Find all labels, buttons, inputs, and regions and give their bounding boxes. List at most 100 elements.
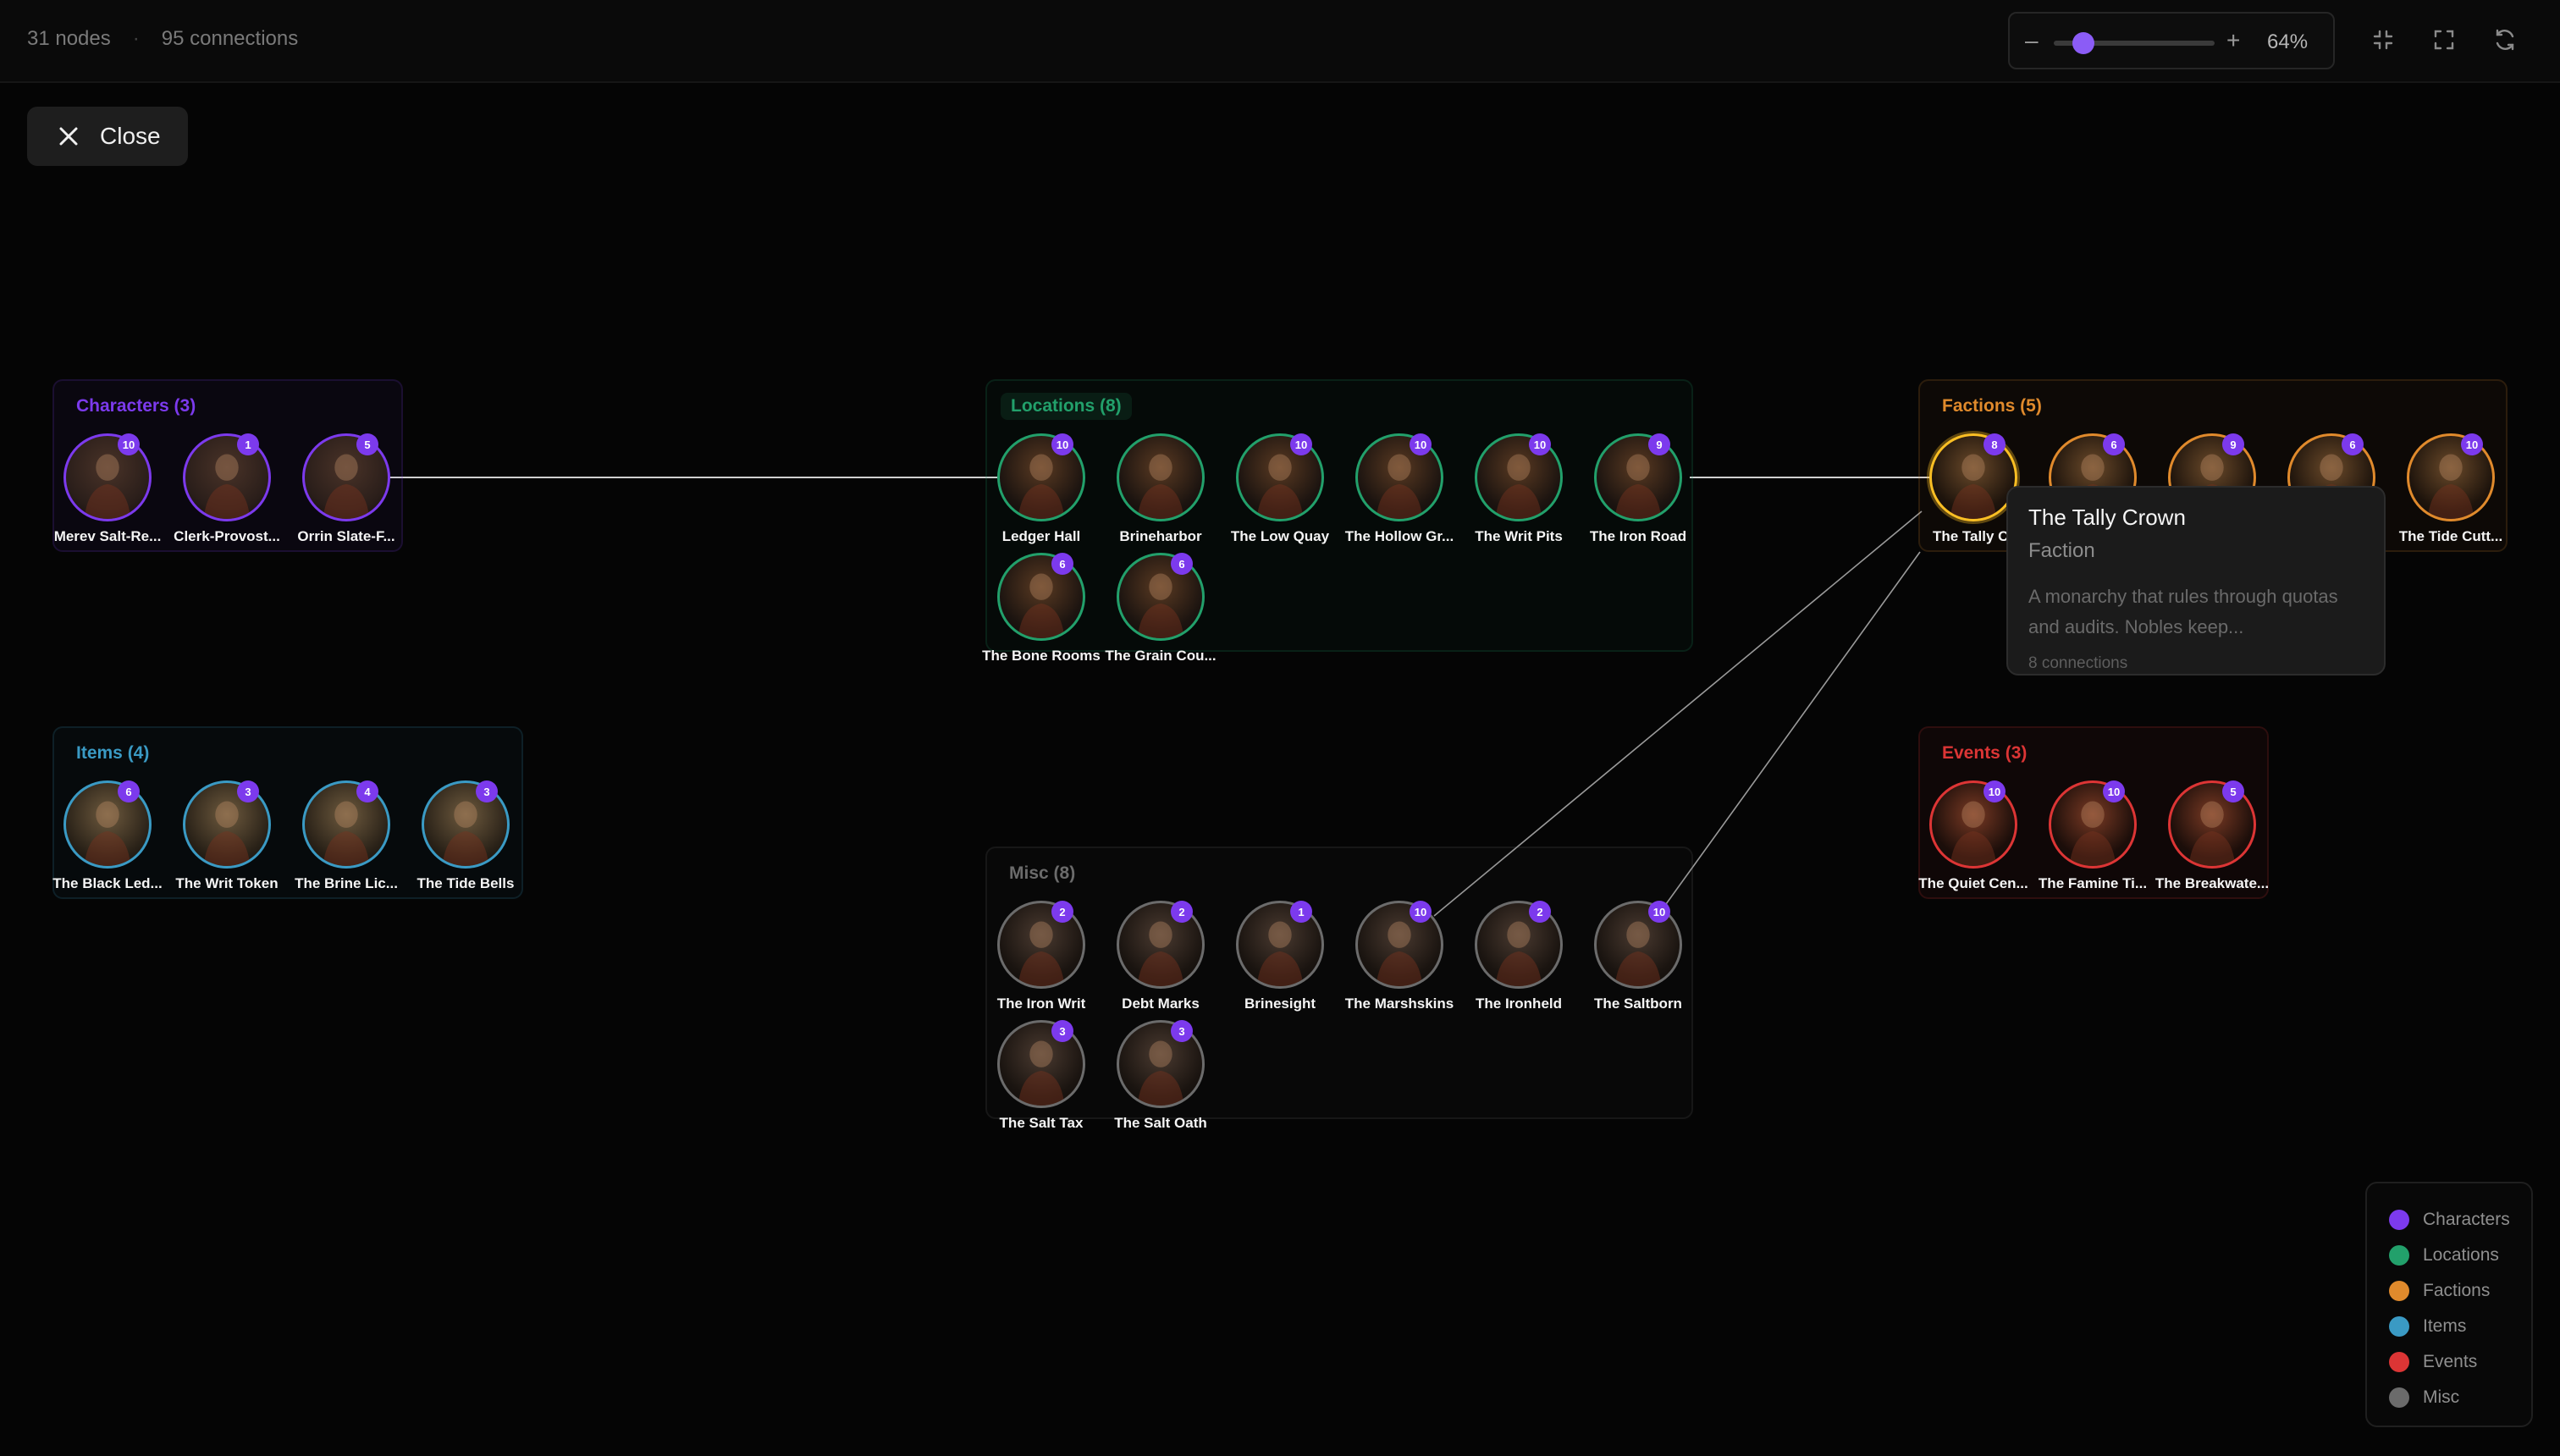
close-label: Close bbox=[100, 123, 161, 149]
node-label: The Famine Ti... bbox=[2038, 875, 2148, 891]
legend-item: Items bbox=[2389, 1309, 2531, 1344]
connection-count-badge: 3 bbox=[1051, 1020, 1073, 1042]
legend-dot bbox=[2389, 1245, 2409, 1266]
node-portrait bbox=[302, 780, 390, 869]
edge bbox=[1665, 551, 1921, 905]
connection-count-badge: 10 bbox=[1051, 433, 1073, 455]
node-label: The Quiet Cen... bbox=[1918, 875, 2028, 891]
legend-item: Locations bbox=[2389, 1238, 2531, 1273]
node-portrait bbox=[1117, 433, 1205, 521]
zoom-in-button[interactable]: + bbox=[2226, 27, 2241, 53]
connection-count-badge: 3 bbox=[476, 780, 498, 802]
node-label: The Tide Cutt... bbox=[2398, 528, 2503, 544]
legend-dot bbox=[2389, 1281, 2409, 1301]
node-label: Orrin Slate-F... bbox=[297, 528, 395, 544]
group-title: Misc (8) bbox=[1009, 863, 1076, 883]
node-label: The Salt Oath bbox=[1114, 1115, 1207, 1131]
node-label: Clerk-Provost... bbox=[174, 528, 280, 544]
node-portrait bbox=[1355, 901, 1443, 989]
connection-count-badge: 6 bbox=[118, 780, 140, 802]
tooltip-connections: 8 connections bbox=[2028, 654, 2128, 672]
node-label: Debt Marks bbox=[1122, 995, 1200, 1012]
connection-count-badge: 6 bbox=[1171, 553, 1193, 575]
node-label: The Salt Tax bbox=[999, 1115, 1084, 1131]
legend-label: Locations bbox=[2423, 1245, 2499, 1265]
connection-count-badge: 10 bbox=[118, 433, 140, 455]
legend-label: Items bbox=[2423, 1316, 2467, 1336]
node-portrait bbox=[1929, 780, 2017, 869]
fullscreen-icon[interactable] bbox=[2430, 25, 2458, 54]
close-icon bbox=[59, 127, 78, 146]
node-label: The Grain Cou... bbox=[1105, 648, 1217, 664]
node-label: The Writ Token bbox=[175, 875, 279, 891]
node-label: The Saltborn bbox=[1594, 995, 1682, 1012]
connection-count-badge: 10 bbox=[1410, 901, 1432, 923]
connection-count-badge: 10 bbox=[2103, 780, 2125, 802]
connection-count-badge: 8 bbox=[1983, 433, 2006, 455]
node-portrait bbox=[1594, 901, 1682, 989]
node-label: The Hollow Gr... bbox=[1344, 528, 1454, 544]
node-portrait bbox=[1117, 1020, 1205, 1108]
group-title: Events (3) bbox=[1942, 743, 2028, 763]
connection-count-badge: 9 bbox=[1648, 433, 1670, 455]
zoom-slider-track[interactable] bbox=[2054, 41, 2215, 46]
connection-count-badge: 5 bbox=[2222, 780, 2244, 802]
connection-count-badge: 2 bbox=[1051, 901, 1073, 923]
connection-count-badge: 4 bbox=[356, 780, 378, 802]
legend-dot bbox=[2389, 1316, 2409, 1337]
node-label: Ledger Hall bbox=[1001, 528, 1081, 544]
connection-count-badge: 10 bbox=[1410, 433, 1432, 455]
close-button[interactable]: Close bbox=[27, 107, 188, 166]
connection-count-badge: 10 bbox=[1648, 901, 1670, 923]
legend-label: Misc bbox=[2423, 1387, 2460, 1407]
graph-stats: 31 nodes · 95 connections bbox=[27, 27, 298, 51]
node-label: Merev Salt-Re... bbox=[53, 528, 162, 544]
toolbar: 31 nodes · 95 connections – + 64% bbox=[0, 0, 2560, 83]
tooltip-title: The Tally Crown bbox=[2028, 505, 2186, 530]
tooltip-type: Faction bbox=[2028, 539, 2095, 562]
legend-label: Factions bbox=[2423, 1281, 2491, 1300]
connection-count: 95 connections bbox=[161, 27, 299, 50]
stats-separator: · bbox=[132, 27, 140, 50]
node-label: Brineharbor bbox=[1119, 528, 1202, 544]
group-misc: Misc (8) bbox=[985, 847, 1693, 1119]
connection-count-badge: 2 bbox=[1529, 901, 1551, 923]
legend: Characters Locations Factions Items Even… bbox=[2365, 1182, 2533, 1427]
legend-item: Factions bbox=[2389, 1273, 2531, 1309]
node-tooltip: The Tally Crown Faction A monarchy that … bbox=[2006, 486, 2386, 676]
legend-item: Characters bbox=[2389, 1202, 2531, 1238]
group-title: Items (4) bbox=[76, 743, 150, 763]
group-locations: Locations (8) bbox=[985, 379, 1693, 652]
zoom-out-button[interactable]: – bbox=[2025, 27, 2039, 53]
connection-count-badge: 3 bbox=[1171, 1020, 1193, 1042]
legend-item: Events bbox=[2389, 1344, 2531, 1380]
connection-count-badge: 6 bbox=[2103, 433, 2125, 455]
node-portrait bbox=[1594, 433, 1682, 521]
legend-item: Misc bbox=[2389, 1380, 2531, 1415]
node-count: 31 nodes bbox=[27, 27, 111, 50]
node-label: Brinesight bbox=[1244, 995, 1316, 1012]
connection-count-badge: 10 bbox=[2461, 433, 2483, 455]
connection-count-badge: 9 bbox=[2222, 433, 2244, 455]
zoom-slider-thumb[interactable] bbox=[2072, 32, 2094, 54]
node-label: The Black Led... bbox=[52, 875, 163, 891]
node-label: The Ironheld bbox=[1476, 995, 1562, 1012]
zoom-percent: 64% bbox=[2267, 30, 2309, 53]
connection-count-badge: 10 bbox=[1290, 433, 1312, 455]
node-label: The Writ Pits bbox=[1475, 528, 1563, 544]
node-portrait bbox=[1355, 433, 1443, 521]
node-label: The Brine Lic... bbox=[295, 875, 398, 891]
connection-count-badge: 6 bbox=[2342, 433, 2364, 455]
connection-count-badge: 2 bbox=[1171, 901, 1193, 923]
connection-count-badge: 1 bbox=[1290, 901, 1312, 923]
node-portrait bbox=[1929, 433, 2017, 521]
collapse-icon[interactable] bbox=[2369, 25, 2397, 54]
node-label: The Bone Rooms bbox=[982, 648, 1101, 664]
refresh-icon[interactable] bbox=[2491, 25, 2519, 54]
connection-count-badge: 10 bbox=[1529, 433, 1551, 455]
tooltip-description: A monarchy that rules through quotas and… bbox=[2028, 586, 2338, 637]
node-label: The Breakwate... bbox=[2154, 875, 2270, 891]
node-label: The Iron Road bbox=[1589, 528, 1687, 544]
connection-count-badge: 1 bbox=[237, 433, 259, 455]
zoom-control: – + 64% bbox=[2008, 12, 2335, 69]
